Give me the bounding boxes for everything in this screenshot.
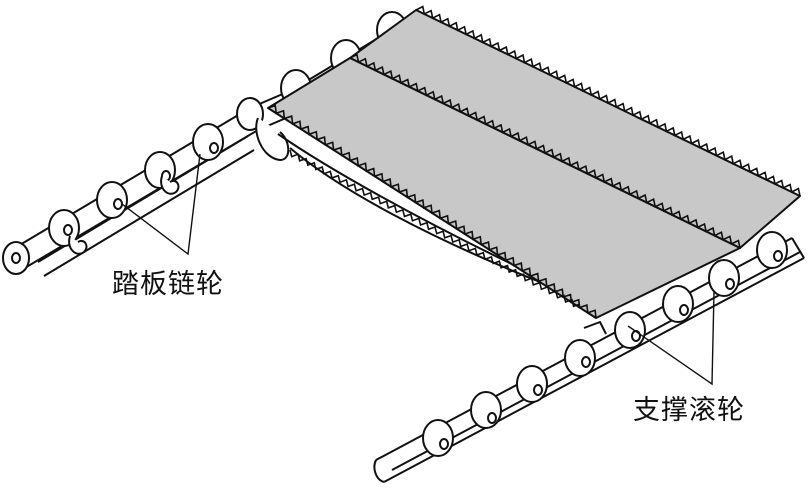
cleat-edge: [289, 149, 581, 308]
step-cleats: [267, 5, 801, 319]
cleat-edge: [349, 53, 741, 249]
support-roller: [662, 285, 694, 323]
leader-line-pedal-sprocket: [121, 153, 201, 256]
support-roller: [614, 311, 646, 349]
support-roller-label: 支撑滚轮: [633, 395, 745, 426]
support-roller: [422, 419, 454, 457]
support-roller: [708, 259, 740, 297]
chain-wheel: [96, 181, 128, 219]
step-hooks: [68, 117, 290, 255]
cleat-edge: [267, 104, 597, 319]
pedal-sprocket-label: 踏板链轮: [112, 269, 224, 300]
chain-wheel: [2, 241, 30, 275]
left-chain-wheels: [2, 11, 408, 275]
leader-lines: [121, 153, 715, 386]
support-roller: [470, 391, 502, 429]
chain-wheel: [48, 209, 80, 247]
support-roller: [516, 365, 548, 403]
right-chain-wheels: [422, 231, 788, 457]
leader-line-support-roller: [627, 291, 715, 386]
cleat-edge: [415, 5, 801, 197]
chain-wheel: [192, 123, 224, 161]
support-roller: [564, 339, 596, 377]
support-roller: [756, 231, 788, 269]
